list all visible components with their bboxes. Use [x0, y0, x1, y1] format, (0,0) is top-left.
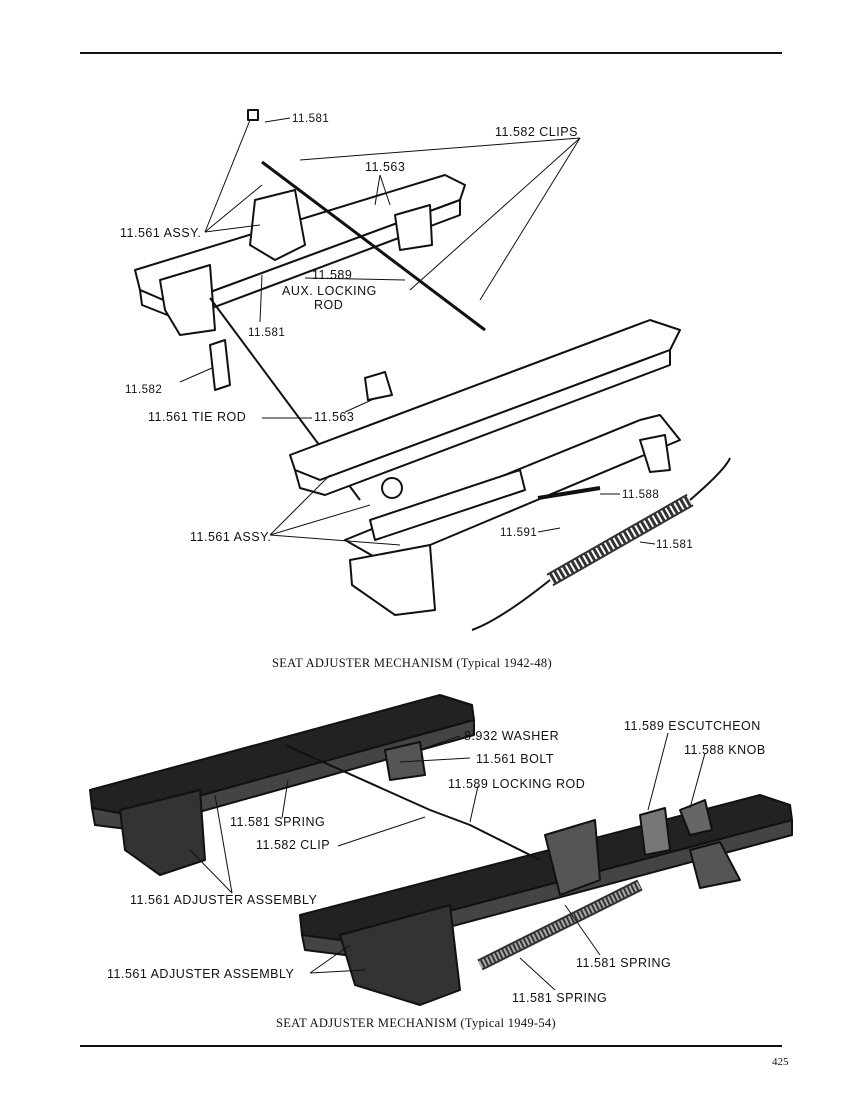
callout-washer: 8.932 WASHER — [464, 729, 560, 743]
caption-1942-48: SEAT ADJUSTER MECHANISM (Typical 1942-48… — [272, 656, 552, 670]
callout-escutcheon: 11.589 ESCUTCHEON — [624, 719, 761, 733]
callout-locking-rod: 11.589 LOCKING ROD — [448, 777, 586, 791]
callout-11561-tie-rod: 11.561 TIE ROD — [148, 410, 247, 424]
callout-11581-spring: 11.581 — [656, 539, 694, 551]
callout-clip: 11.582 CLIP — [256, 838, 331, 852]
callout-bolt: 11.561 BOLT — [476, 752, 554, 766]
callout-11581-top: 11.581 — [292, 113, 330, 125]
page-number: 425 — [772, 1056, 789, 1068]
top-rule — [80, 52, 782, 54]
callout-11561-assy-top: 11.561 ASSY. — [120, 226, 202, 240]
callout-aux-locking: AUX. LOCKING — [282, 284, 377, 298]
callout-11591: 11.591 — [500, 527, 538, 539]
callout-knob: 11.588 KNOB — [684, 743, 766, 757]
callout-11563-top: 11.563 — [365, 160, 406, 174]
callout-11588: 11.588 — [622, 489, 660, 501]
callout-rod: ROD — [314, 298, 344, 312]
callout-adjuster-assembly-2: 11.561 ADJUSTER ASSEMBLY — [107, 967, 295, 981]
callout-11563-mid: 11.563 — [314, 410, 355, 424]
callout-spring-right-2: 11.581 SPRING — [512, 991, 608, 1005]
callout-11581-mid: 11.581 — [248, 327, 286, 339]
callout-11561-assy-low: 11.561 ASSY. — [190, 530, 272, 544]
callout-11589: 11.589 — [312, 268, 353, 282]
callout-spring-right-1: 11.581 SPRING — [576, 956, 672, 970]
callout-11582-clips: 11.582 CLIPS — [495, 125, 578, 139]
bottom-rule — [80, 1045, 782, 1047]
caption-1949-54: SEAT ADJUSTER MECHANISM (Typical 1949-54… — [276, 1016, 556, 1030]
callout-spring-left: 11.581 SPRING — [230, 815, 326, 829]
callout-adjuster-assembly-1: 11.561 ADJUSTER ASSEMBLY — [130, 893, 318, 907]
callout-11582-left: 11.582 — [125, 384, 163, 396]
